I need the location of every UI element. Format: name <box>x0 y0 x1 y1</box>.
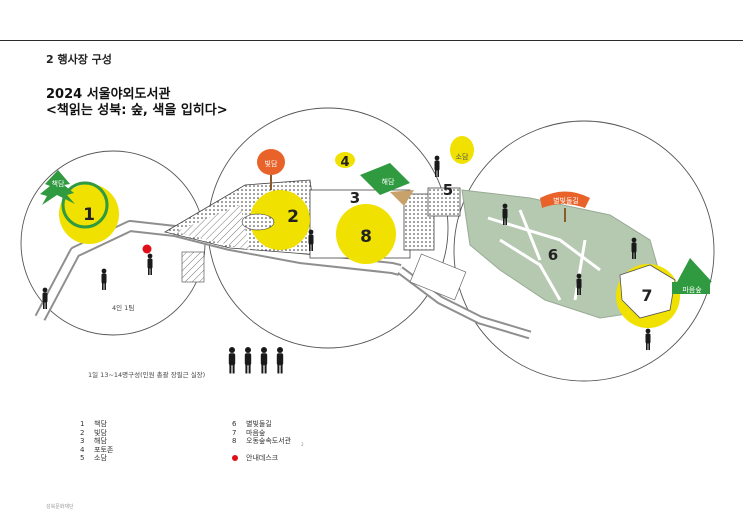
haedam-deck <box>390 190 414 206</box>
photo-sign <box>335 152 355 168</box>
staff-figures <box>42 155 651 350</box>
highlight-2 <box>250 190 310 250</box>
header-rule <box>0 40 743 41</box>
chaekdam-tree <box>40 170 75 205</box>
highlight-1 <box>59 184 119 244</box>
event-title: 2024 서울야외도서관 <box>46 87 171 102</box>
person-icon <box>101 268 107 290</box>
highlight-8 <box>336 204 396 264</box>
label-maeum: 마음숲 <box>682 285 702 294</box>
number-2: 2 <box>287 207 299 227</box>
section-title: 2 행사장 구성 <box>46 53 112 66</box>
sodam-sign <box>450 136 474 164</box>
person-icon <box>276 347 284 374</box>
person-icon <box>576 273 582 295</box>
area-circle-3 <box>453 120 715 382</box>
label-sodam: 소담 <box>456 152 469 161</box>
info-desk-marker <box>142 244 152 254</box>
number-1: 1 <box>83 205 95 225</box>
person-icon <box>42 287 48 309</box>
plaza-sodam <box>427 187 461 217</box>
number-5: 5 <box>443 181 453 199</box>
person-icon <box>308 229 314 251</box>
legend-item-desk: 안내데스크 <box>232 454 304 463</box>
person-icon <box>244 347 252 374</box>
bench-block <box>181 251 205 283</box>
label-haedam: 해담 <box>382 177 395 186</box>
footer-org: 성북문화재단 <box>46 504 74 510</box>
maeum-deck <box>619 264 676 319</box>
total-staff-caption: 1일 13~14명구성(인원 총괄 장필근 실장) <box>88 371 206 379</box>
haedam-sign <box>360 163 410 195</box>
bitdam-sign <box>257 149 285 175</box>
person-icon <box>434 155 440 177</box>
maeum-sign <box>676 258 712 284</box>
park-paths <box>487 209 601 301</box>
tree-canopy <box>61 181 109 229</box>
label-byeolbit: 별빛둘길 <box>553 196 579 205</box>
label-chaekdam: 책담 <box>52 179 65 188</box>
info-desk-dot-icon <box>232 454 238 461</box>
team-caption: 4인 1팀 <box>112 304 135 312</box>
event-subtitle: <책읽는 성북: 숲, 색을 입히다> <box>46 103 228 118</box>
east-building <box>409 253 467 301</box>
number-8: 8 <box>360 227 372 247</box>
number-4: 4 <box>340 155 349 170</box>
person-icon <box>228 347 236 374</box>
label-bitdam: 빛담 <box>265 159 278 168</box>
number-6: 6 <box>548 246 558 264</box>
legend-note: 2 <box>301 442 304 448</box>
person-icon <box>631 237 637 259</box>
maeum-sign-base <box>672 282 710 294</box>
person-icon <box>502 203 508 225</box>
byeolbit-sign <box>540 191 590 208</box>
person-icon <box>260 347 268 374</box>
bitdam-rug <box>241 213 275 231</box>
person-icon <box>645 328 651 350</box>
person-icon <box>147 253 153 275</box>
number-3: 3 <box>350 189 360 207</box>
staff-group <box>228 347 284 374</box>
plaza-hatch <box>175 205 250 250</box>
number-7: 7 <box>641 286 652 305</box>
